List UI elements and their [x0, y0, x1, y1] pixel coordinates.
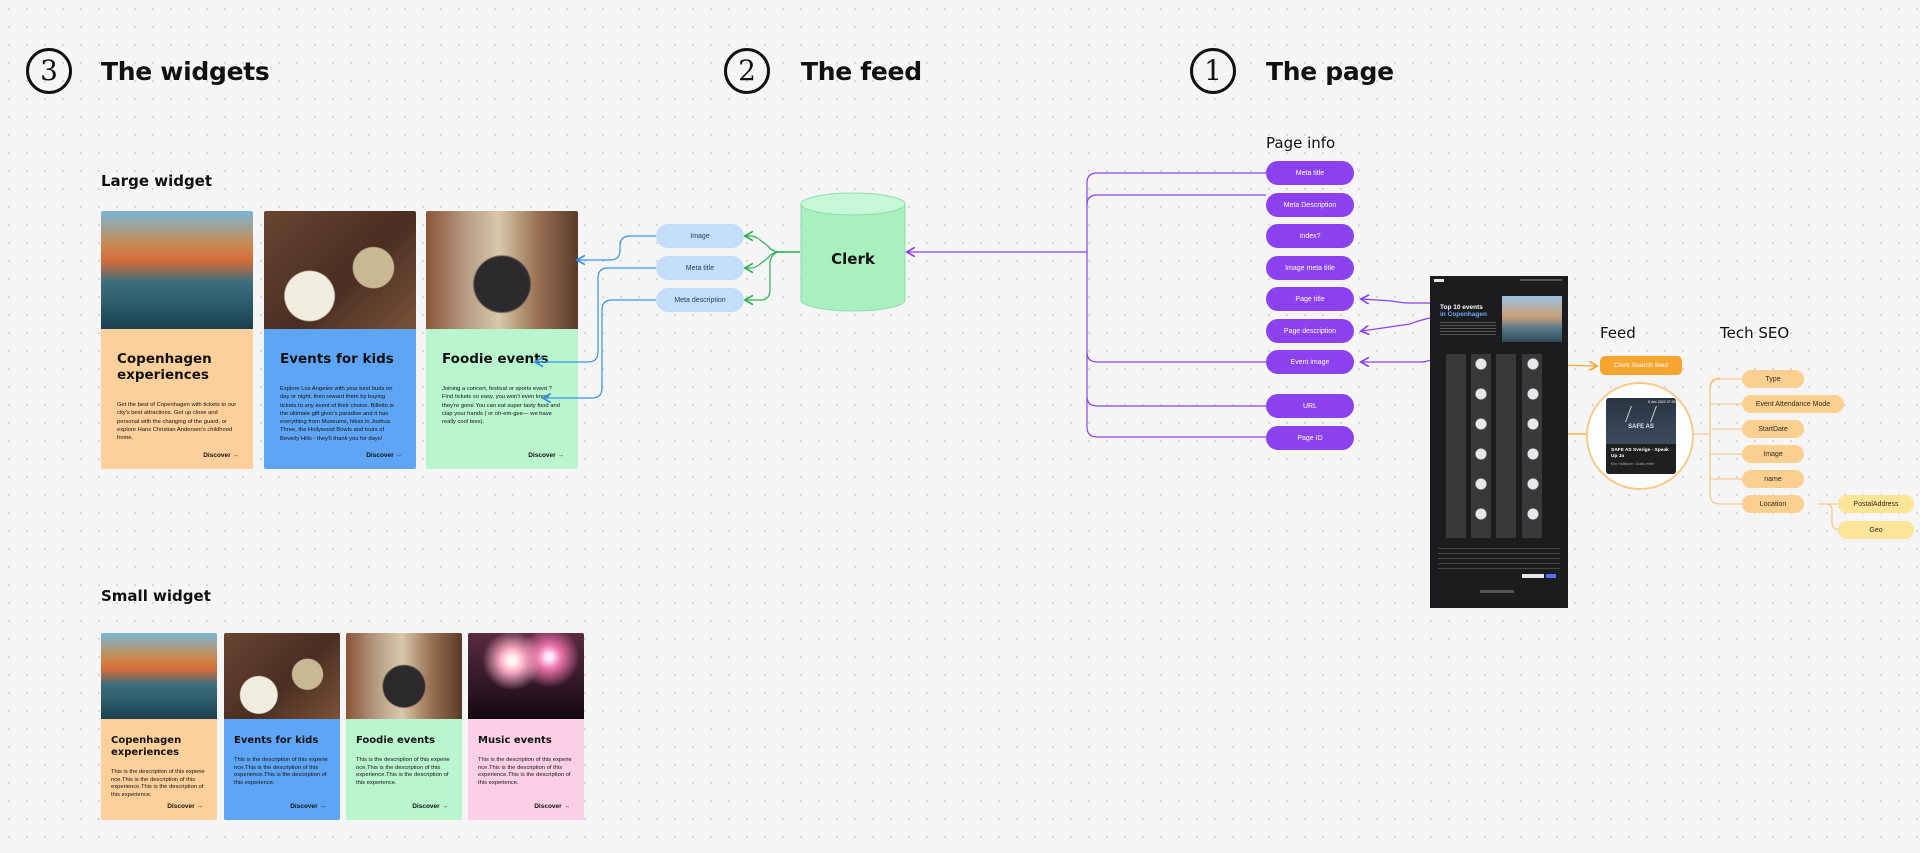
page-info-page-id[interactable]: Page ID — [1266, 426, 1354, 450]
database-icon — [800, 192, 906, 312]
mock-event-badges — [1446, 354, 1558, 538]
event-poster: SAFE AS — [1606, 398, 1676, 444]
page-info-page-description[interactable]: Page description — [1266, 319, 1354, 343]
card-image — [101, 633, 217, 719]
mock-footer-input — [1522, 574, 1544, 578]
large-widget-card[interactable]: Copenhagen experiences Get the best of C… — [101, 211, 253, 469]
page-info-page-title[interactable]: Page title — [1266, 287, 1354, 311]
tech-seo-event-attendance-mode[interactable]: Event Attendance Mode — [1742, 395, 1844, 413]
feed-section-title: The feed — [801, 57, 922, 86]
feed-field-image[interactable]: Image — [656, 224, 744, 248]
section-number-badge: 2 — [724, 48, 770, 94]
clerk-database[interactable]: Clerk — [800, 192, 906, 312]
section-number-badge: 3 — [26, 48, 72, 94]
card-description: Explore Los Angeles with your best buds … — [280, 386, 394, 442]
large-widget-card[interactable]: Events for kids Explore Los Angeles with… — [264, 211, 416, 469]
card-title: Events for kids — [234, 735, 319, 746]
feed-label: Feed — [1600, 324, 1636, 342]
tech-seo-image[interactable]: Image — [1742, 445, 1804, 463]
card-title: Copenhagen experiences — [111, 735, 182, 758]
discover-link[interactable]: Discover → — [534, 803, 570, 810]
large-widget-label: Large widget — [101, 172, 213, 190]
card-title: Foodie events — [356, 735, 435, 746]
small-widget-label: Small widget — [101, 587, 211, 605]
tech-seo-name[interactable]: name — [1742, 470, 1804, 488]
event-name: SAFE AS Sverige - Speak Up Ja — [1611, 448, 1669, 459]
mock-heading-line1: Top 10 events — [1440, 304, 1483, 311]
tech-seo-label: Tech SEO — [1720, 324, 1790, 342]
feed-field-meta-title[interactable]: Meta title — [656, 256, 744, 280]
event-venue: Eric Hallstrom, Gratis entre — [1611, 462, 1655, 466]
card-title: Events for kids — [280, 351, 394, 367]
page-info-image-meta-title[interactable]: Image meta title — [1266, 256, 1354, 280]
event-preview-circle[interactable]: SAFE AS 5 dec 2022 07:00 SAFE AS Sverige… — [1586, 382, 1694, 490]
poster-text: SAFE AS — [1628, 424, 1654, 430]
mock-footer-button — [1546, 574, 1556, 578]
event-date: 5 dec 2022 07:00 — [1648, 400, 1676, 404]
clerk-search-feed-button[interactable]: Clerk Search feed — [1600, 356, 1682, 375]
event-preview-card: SAFE AS 5 dec 2022 07:00 SAFE AS Sverige… — [1606, 398, 1676, 474]
page-info-url[interactable]: URL — [1266, 394, 1354, 418]
small-widget-card[interactable]: Copenhagen experiences This is the descr… — [101, 633, 217, 820]
section-number-badge: 1 — [1190, 48, 1236, 94]
card-image — [346, 633, 462, 719]
card-image — [468, 633, 584, 719]
mock-pagination — [1480, 590, 1514, 593]
small-widget-card[interactable]: Foodie events This is the description of… — [346, 633, 462, 820]
card-description: This is the description of this experie … — [356, 757, 450, 786]
card-title: Foodie events — [442, 351, 549, 367]
card-image — [264, 211, 416, 329]
discover-link[interactable]: Discover → — [203, 452, 239, 459]
mock-nav — [1520, 279, 1562, 281]
tech-seo-postal-address[interactable]: PostalAddress — [1838, 495, 1914, 513]
mock-page-screenshot[interactable]: Top 10 events in Copenhagen — [1430, 276, 1568, 608]
mock-hero-image — [1502, 296, 1562, 342]
mock-intro-text — [1440, 322, 1496, 336]
page-section-title: The page — [1266, 57, 1394, 86]
page-info-label: Page info — [1266, 134, 1336, 152]
page-info-meta-title[interactable]: Meta title — [1266, 161, 1354, 185]
card-description: This is the description of this experie … — [478, 757, 572, 786]
discover-link[interactable]: Discover → — [167, 803, 203, 810]
page-info-meta-description[interactable]: Meta Description — [1266, 193, 1354, 217]
card-description: Joining a concert, festival or sports ev… — [442, 386, 560, 426]
mock-heading-line2: in Copenhagen — [1440, 311, 1487, 318]
card-image — [101, 211, 253, 329]
mock-footer-links — [1438, 548, 1560, 570]
clerk-label: Clerk — [831, 250, 875, 268]
tech-seo-geo[interactable]: Geo — [1838, 521, 1914, 539]
small-widget-card[interactable]: Events for kids This is the description … — [224, 633, 340, 820]
feed-field-meta-description[interactable]: Meta description — [656, 288, 744, 312]
card-image — [224, 633, 340, 719]
discover-link[interactable]: Discover → — [366, 452, 402, 459]
tech-seo-location[interactable]: Location — [1742, 495, 1804, 513]
card-description: This is the description of this experie … — [234, 757, 328, 786]
card-image — [426, 211, 578, 329]
discover-link[interactable]: Discover → — [528, 452, 564, 459]
card-title: Music events — [478, 735, 552, 746]
card-description: This is the description of this experie … — [111, 769, 205, 798]
small-widget-card[interactable]: Music events This is the description of … — [468, 633, 584, 820]
tech-seo-type[interactable]: Type — [1742, 370, 1804, 388]
discover-link[interactable]: Discover → — [412, 803, 448, 810]
widgets-section-title: The widgets — [101, 57, 270, 86]
mock-logo — [1434, 279, 1444, 282]
tech-seo-start-date[interactable]: StartDate — [1742, 420, 1804, 438]
page-info-event-image[interactable]: Event image — [1266, 350, 1354, 374]
card-title: Copenhagen experiences — [117, 351, 212, 383]
page-info-index[interactable]: Index? — [1266, 224, 1354, 248]
large-widget-card[interactable]: Foodie events Joining a concert, festiva… — [426, 211, 578, 469]
discover-link[interactable]: Discover → — [290, 803, 326, 810]
card-description: Get the best of Copenhagen with tickets … — [117, 402, 237, 442]
